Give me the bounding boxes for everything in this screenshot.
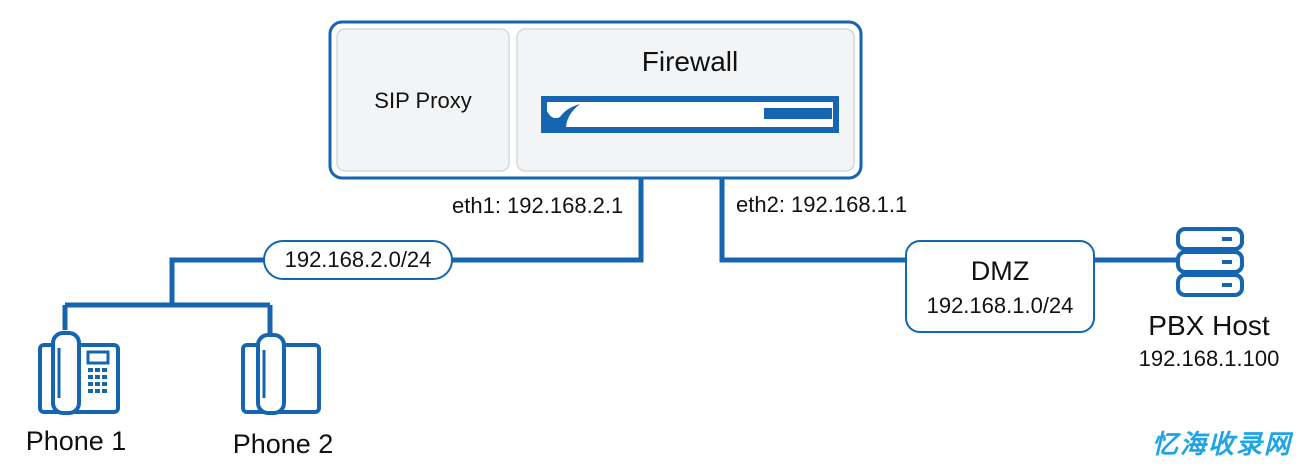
link-eth2-to-dmz — [719, 178, 906, 263]
pbx-host-name: PBX Host — [1148, 310, 1270, 341]
sip-proxy-panel — [336, 28, 510, 172]
phone-1-label: Phone 1 — [25, 426, 127, 456]
dmz-box — [905, 240, 1095, 333]
firewall-appliance-icon — [541, 96, 839, 133]
eth1-label: eth1: 192.168.2.1 — [452, 193, 624, 218]
connection-lines — [62, 178, 1178, 340]
desk-phone-icon — [38, 331, 120, 415]
pbx-host-ip: 192.168.1.100 — [1138, 346, 1280, 371]
lan-subnet-label: 192.168.2.0/24 — [284, 247, 432, 272]
link-eth1-to-lan — [452, 178, 644, 263]
eth2-label: eth2: 192.168.1.1 — [736, 192, 908, 217]
lan-subnet-pill — [263, 240, 453, 280]
link-lan-to-phones — [169, 257, 264, 305]
sip-proxy-label: SIP Proxy — [374, 88, 472, 113]
handset-phone-icon — [241, 333, 321, 415]
phone-2-label: Phone 2 — [232, 429, 334, 459]
server-stack-icon — [1176, 227, 1244, 297]
firewall-title: Firewall — [641, 46, 739, 77]
watermark-text: 忆海收录网 — [1152, 430, 1293, 460]
dmz-title: DMZ — [970, 256, 1030, 286]
dmz-subnet-label: 192.168.1.0/24 — [926, 293, 1074, 318]
